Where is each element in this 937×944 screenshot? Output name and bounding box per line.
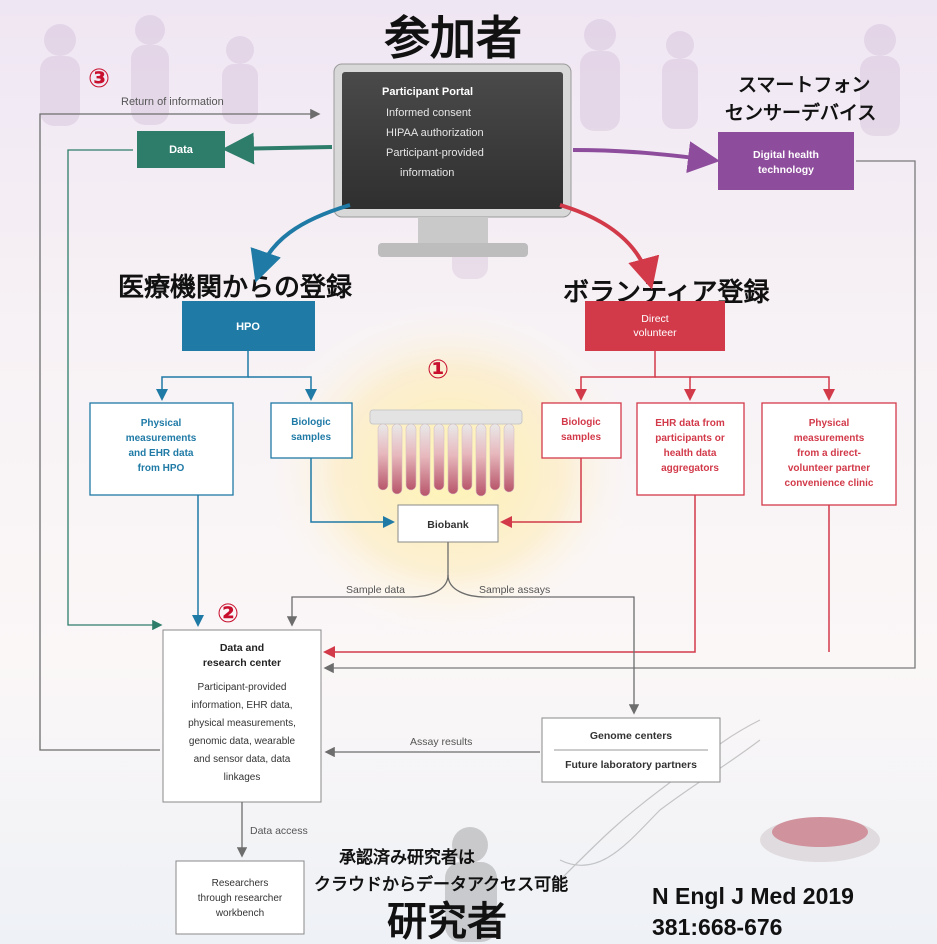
direct-volunteer-line2: volunteer (633, 327, 677, 339)
digital-health-line2: technology (758, 164, 814, 176)
hpo-physical-measurements-box[interactable] (89, 402, 234, 496)
drc-body-line6: linkages (224, 772, 261, 783)
arrow-volunteer-to-biologic (575, 351, 656, 401)
portal-item-hipaa: HIPAA authorization (386, 127, 484, 139)
direct-volunteer-box[interactable] (585, 301, 725, 351)
arrow-portal-to-hpo (250, 203, 351, 283)
genome-centers-label: Genome centers (590, 730, 672, 742)
drc-title-line2: research center (203, 657, 281, 669)
future-partners-label: Future laboratory partners (565, 759, 697, 771)
arrow-hpo-to-physical (156, 351, 249, 401)
dv-physical-line2: measurements (794, 433, 865, 444)
hpo-biologic-samples-box[interactable] (270, 402, 353, 459)
digital-health-line1: Digital health (753, 149, 819, 161)
dv-physical-line4: volunteer partner (788, 463, 870, 474)
arrow-digital-health-to-research-center (323, 160, 916, 674)
portal-item-provided: Participant-provided (386, 147, 484, 159)
dv-ehr-line4: aggregators (661, 463, 719, 474)
dv-ehr-data-box[interactable] (636, 402, 745, 496)
arrow-portal-to-data (222, 132, 333, 165)
data-box[interactable] (137, 131, 225, 168)
portal-title: Participant Portal (382, 86, 473, 98)
arrow-portal-to-volunteer (559, 203, 660, 290)
hpo-biologic-line2: samples (291, 432, 331, 443)
marker-three: ③ (88, 64, 110, 94)
arrow-hpo-to-biologic (248, 376, 317, 401)
approved-researchers-line2: クラウドからデータアクセス可能 (314, 874, 568, 895)
hpo-physical-line1: Physical (141, 418, 182, 429)
arrow-hpo-biologic-to-biobank (310, 458, 395, 528)
data-box-label: Data (169, 144, 194, 156)
drc-body-line3: physical measurements, (188, 718, 296, 729)
petri-dish (760, 817, 880, 862)
arrow-data-to-research-center (67, 149, 163, 631)
medical-registration-label: 医療機関からの登録 (118, 272, 353, 303)
participants-heading: 参加者 (384, 11, 522, 65)
drc-body-line4: genomic data, wearable (189, 736, 296, 747)
arrow-biobank-sample-assays (447, 574, 640, 715)
portal-item-consent: Informed consent (386, 107, 471, 119)
dv-physical-line3: from a direct- (797, 448, 861, 459)
approved-researchers-line1: 承認済み研究者は (339, 847, 475, 868)
marker-two: ② (217, 599, 239, 629)
researchers-line3: workbench (215, 908, 264, 919)
arrow-return-of-information (39, 108, 321, 751)
assay-results-label: Assay results (410, 736, 472, 748)
hpo-box[interactable] (182, 301, 315, 351)
arrow-dv-biologic-to-biobank (500, 458, 582, 528)
participant-portal-monitor[interactable] (333, 63, 572, 257)
return-information-label: Return of information (121, 96, 224, 108)
hpo-label: HPO (236, 321, 260, 333)
smartphone-annotation-line1: スマートフォン (738, 74, 870, 96)
digital-health-box[interactable] (718, 132, 854, 190)
data-access-label: Data access (250, 825, 308, 837)
researchers-heading: 研究者 (387, 899, 507, 944)
sample-data-label: Sample data (346, 584, 405, 596)
drc-body-line5: and sensor data, data (194, 754, 291, 765)
dv-ehr-line3: health data (664, 448, 717, 459)
hpo-physical-line4: from HPO (138, 463, 185, 474)
hpo-physical-line3: and EHR data (128, 448, 193, 459)
hpo-physical-line2: measurements (126, 433, 197, 444)
drc-body-line1: Participant-provided (198, 682, 287, 693)
dv-physical-measurements-box[interactable] (761, 402, 897, 506)
researchers-line2: through researcher (198, 893, 283, 904)
dv-biologic-samples-box[interactable] (541, 402, 622, 459)
arrow-volunteer-to-physical (690, 376, 835, 401)
citation-line2: 381:668-676 (652, 914, 782, 940)
drc-title-line1: Data and (220, 642, 264, 654)
researchers-box[interactable] (175, 860, 305, 935)
researcher-silhouette (445, 827, 497, 942)
dv-ehr-line2: participants or (655, 433, 725, 444)
portal-item-information: information (400, 167, 454, 179)
researchers-line1: Researchers (212, 878, 269, 889)
direct-volunteer-line1: Direct (641, 313, 669, 325)
citation-line1: N Engl J Med 2019 (652, 883, 854, 909)
drc-body-line2: information, EHR data, (191, 700, 292, 711)
smartphone-annotation-line2: センサーデバイス (725, 101, 876, 124)
dv-physical-line5: convenience clinic (785, 478, 874, 489)
arrow-portal-to-digital-health (572, 141, 720, 174)
biobank-box[interactable] (397, 504, 499, 543)
hpo-biologic-line1: Biologic (291, 417, 331, 428)
biobank-label: Biobank (427, 519, 469, 531)
dv-physical-line1: Physical (809, 418, 850, 429)
dv-biologic-line2: samples (561, 432, 601, 443)
dna-helix (559, 719, 761, 881)
arrow-dv-ehr-to-research-center (323, 495, 696, 658)
test-tube-rack-illustration (369, 409, 523, 497)
dv-biologic-line1: Biologic (561, 417, 601, 428)
data-research-center-box[interactable] (162, 629, 322, 803)
dv-ehr-line1: EHR data from (655, 418, 725, 429)
marker-one: ① (427, 355, 449, 385)
sample-assays-label: Sample assays (479, 584, 550, 596)
